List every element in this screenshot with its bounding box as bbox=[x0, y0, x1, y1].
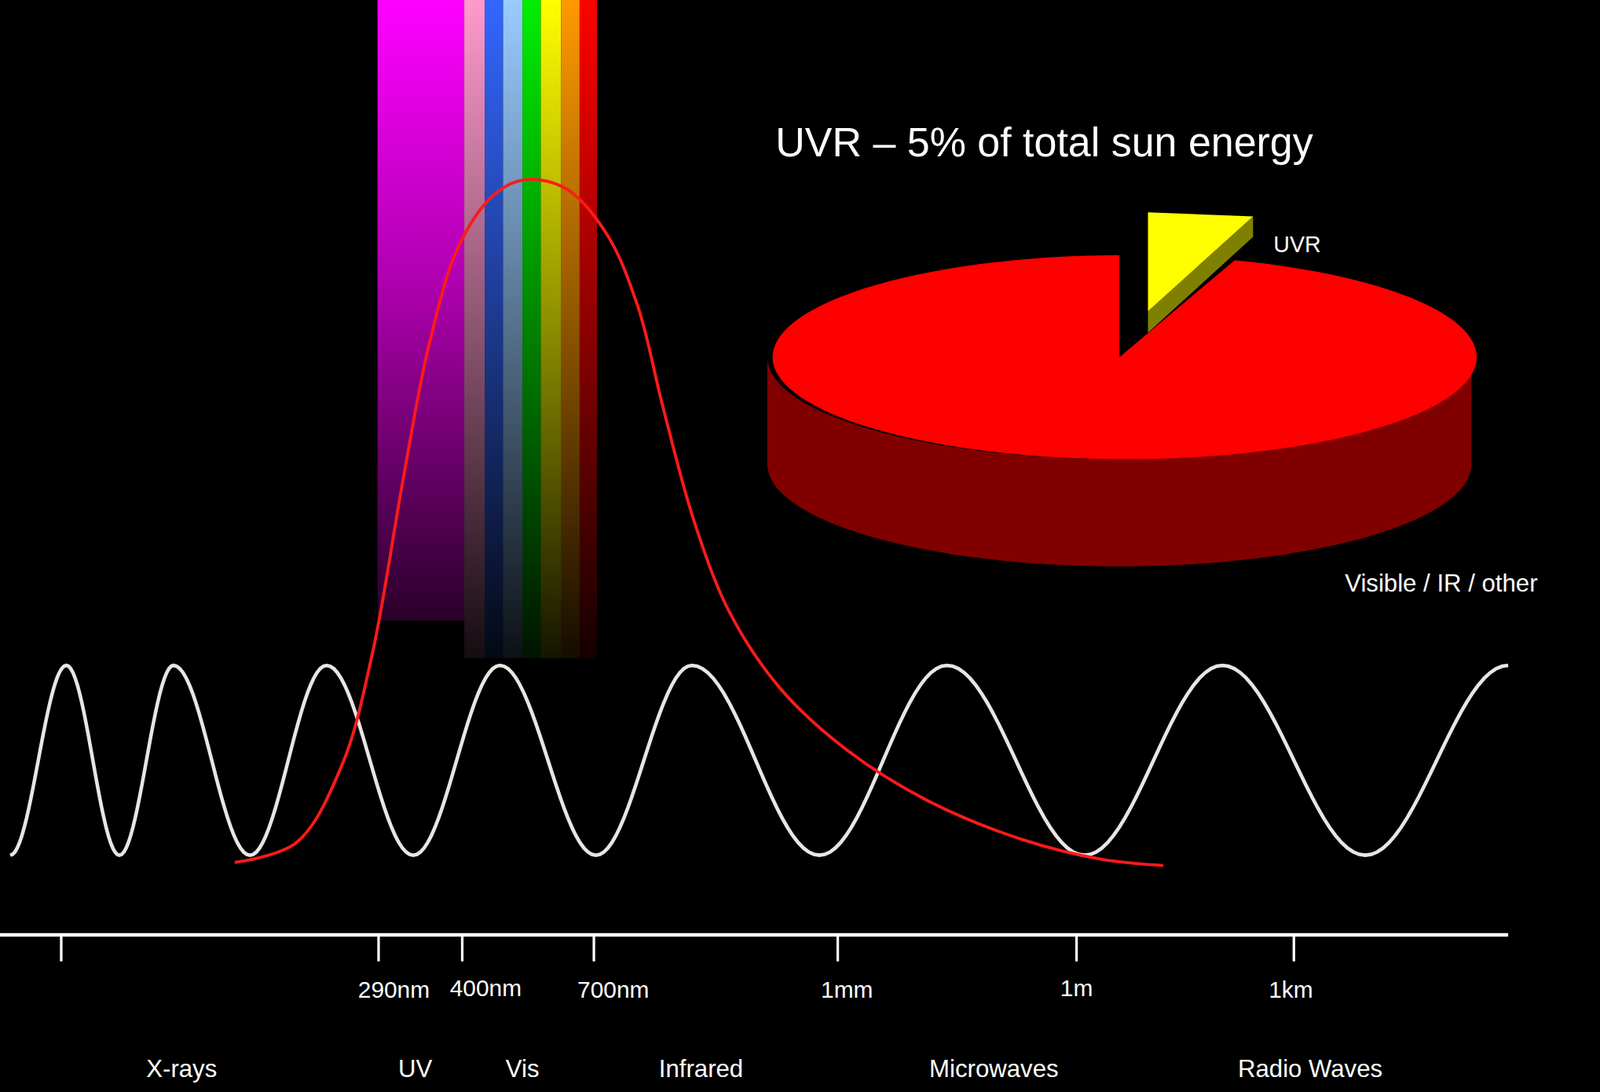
color-band bbox=[561, 0, 580, 659]
color-band bbox=[522, 0, 541, 659]
color-band bbox=[579, 0, 597, 659]
axis-tick bbox=[461, 934, 464, 962]
pie-slice-label: Visible / IR / other bbox=[1344, 570, 1538, 597]
wavelength-label: 1m bbox=[1060, 974, 1093, 1001]
color-band bbox=[484, 0, 503, 659]
color-band bbox=[464, 0, 485, 659]
axis-ticks bbox=[61, 934, 1294, 962]
wavelength-label: 290nm bbox=[358, 977, 430, 1004]
band-name: Vis bbox=[505, 1055, 540, 1083]
uv-band bbox=[377, 0, 465, 621]
wave bbox=[10, 665, 1509, 856]
chart-title: UVR – 5% of total sun energy bbox=[775, 120, 1313, 165]
axis-tick bbox=[1292, 934, 1296, 962]
wavelength-label: 400nm bbox=[450, 974, 522, 1001]
visible-bands bbox=[464, 0, 597, 659]
band-name: Microwaves bbox=[929, 1055, 1059, 1083]
color-band bbox=[502, 0, 523, 659]
pie-main-slice bbox=[772, 255, 1477, 460]
axis-tick bbox=[59, 934, 63, 962]
band-name: X-rays bbox=[146, 1055, 217, 1083]
wavelength-label: 700nm bbox=[577, 977, 649, 1004]
axis-line bbox=[0, 933, 1509, 938]
pie-slice-label: UVR bbox=[1273, 232, 1321, 257]
band-name: UV bbox=[398, 1055, 433, 1083]
axis-tick bbox=[592, 934, 595, 962]
pie-uvr-slice bbox=[1147, 212, 1253, 312]
axis-tick bbox=[377, 934, 380, 962]
color-band bbox=[541, 0, 562, 659]
axis-tick bbox=[836, 934, 839, 962]
band-name: Infrared bbox=[659, 1055, 744, 1083]
band-name: Radio Waves bbox=[1237, 1055, 1383, 1083]
wavelength-label: 1km bbox=[1268, 977, 1313, 1004]
axis-tick bbox=[1075, 934, 1078, 962]
wavelength-label: 1mm bbox=[820, 977, 873, 1004]
